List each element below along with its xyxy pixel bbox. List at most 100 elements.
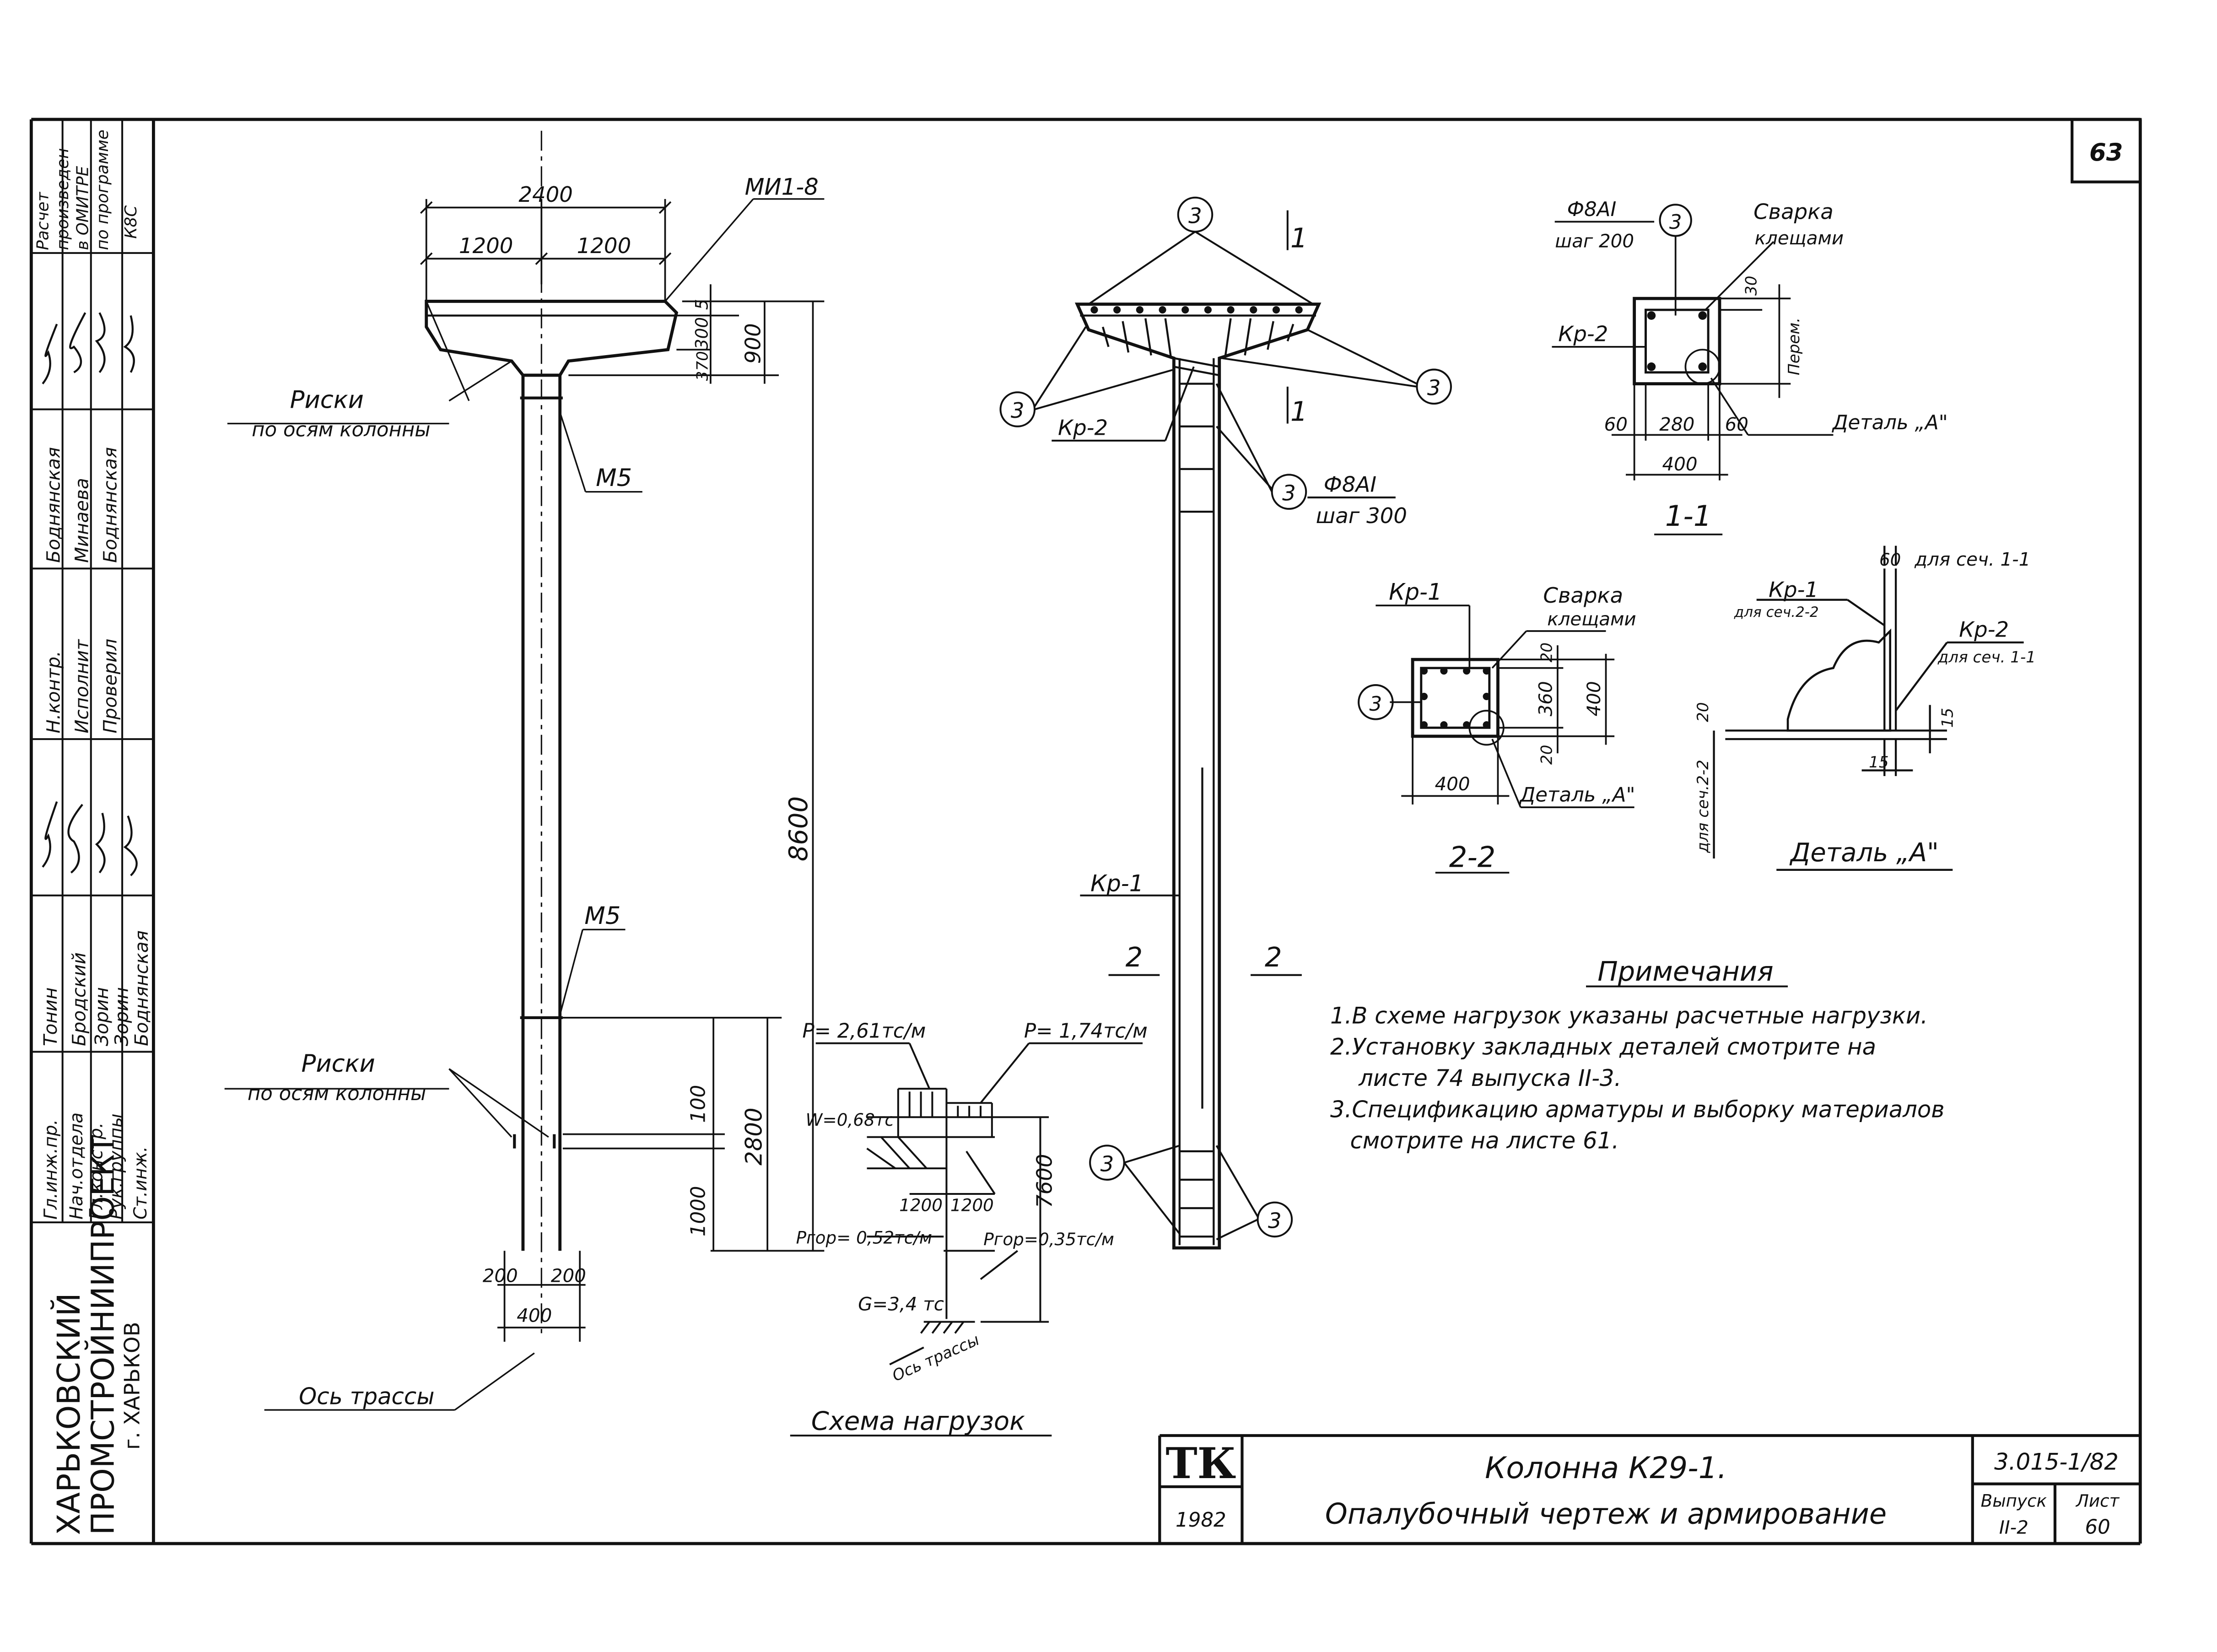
dim-400: 400 (517, 1305, 552, 1327)
calc-note: произведен (54, 148, 72, 250)
sheet-year: 1982 (1176, 1509, 1226, 1532)
stamp-role: Рук.группы (106, 1113, 127, 1220)
stamp-name: Минаева (71, 478, 93, 563)
detail-a-contour (1786, 628, 1892, 732)
s11-rebar-dia: Ф8АI (1567, 198, 1617, 221)
dim-1200-right: 1200 (577, 233, 631, 258)
label-kr1: Кр-1 (1090, 870, 1144, 896)
sheet-label: Лист (2075, 1490, 2120, 1511)
s11-dim-30: 30 (1742, 276, 1761, 296)
note-line: 3.Спецификацию арматуры и выборку матери… (1330, 1096, 1945, 1123)
calc-note: Расчет (34, 192, 53, 250)
stamp-name: Зорин (91, 987, 113, 1046)
s11-dim-400: 400 (1662, 453, 1697, 475)
pos-3: 3 (1427, 375, 1441, 400)
sheet-title: Колонна К29-1. (1485, 1451, 1727, 1485)
dim-1200a: 1200 (899, 1195, 943, 1215)
dA-for-11: для сеч. 1-1 (1914, 549, 2030, 570)
left-stamp: Гл.инж.пр. Нач.отдела Гл.констр. Рук.гру… (31, 119, 154, 1535)
s22-kr1: Кр-1 (1389, 579, 1442, 605)
rebar-dia: Ф8АI (1324, 472, 1376, 497)
s22-title: 2-2 (1449, 841, 1495, 874)
dim-2400: 2400 (518, 182, 573, 207)
dA-dim-15h: 15 (1869, 753, 1888, 772)
note-line: листе 74 выпуска II-3. (1358, 1065, 1621, 1091)
s11-dim-perem: Перем. (1785, 318, 1803, 375)
label-mi1-8: МИ1-8 (745, 174, 819, 200)
dA-kr1: Кр-1 (1769, 577, 1818, 602)
detail-a: 60 для сеч. 1-1 Кр-1 для сеч.2-2 Кр-2 дл… (1694, 545, 2036, 871)
s11-rebar-step: шаг 200 (1555, 230, 1634, 252)
section-2-2: 3 Кр-1 Сварка клещами 20 360 20 400 400 … (1358, 579, 1636, 874)
stamp-role: Ст.инж. (130, 1146, 151, 1220)
marks-title-top: Риски (290, 386, 364, 414)
calc-note: по программе (93, 130, 112, 250)
dA-dim-20: 20 (1694, 702, 1712, 722)
s11-kr2: Кр-2 (1558, 321, 1608, 346)
dim-1200b: 1200 (950, 1195, 994, 1215)
stamp-role: Гл.констр. (86, 1123, 107, 1220)
sheet-frame (29, 118, 2142, 1545)
marks-sub-top: по осям колонны (252, 419, 430, 442)
s22-dim-20b: 20 (1538, 745, 1556, 765)
load-scheme: Р= 2,61тс/м Р= 1,74тс/м W=0,68тс 1200 12… (790, 1020, 1148, 1437)
s11-dim-60r: 60 (1725, 414, 1748, 435)
org-city: г. ХАРЬКОВ (119, 1322, 144, 1450)
dim-370: 370 (694, 351, 712, 381)
section-mark-1-top: 1 (1290, 222, 1308, 254)
label-m5-bottom: М5 (584, 902, 620, 930)
sheet-subtitle: Опалубочный чертеж и армирование (1325, 1497, 1887, 1531)
stamp-role: Исполнит (71, 639, 93, 734)
page-number: 63 (2089, 139, 2123, 167)
issue-label: Выпуск (1981, 1490, 2047, 1511)
section-mark-2-left: 2 (1126, 941, 1143, 973)
dA-kr1-for: для сеч.2-2 (1734, 604, 1819, 621)
dim-7600: 7600 (1032, 1154, 1057, 1209)
s22-dim-20a: 20 (1538, 642, 1556, 662)
dim-5: 5 (692, 299, 712, 310)
page-number-box: 63 (2071, 118, 2142, 184)
load-g: G=3,4 тс (858, 1294, 944, 1315)
dim-100: 100 (687, 1085, 710, 1123)
pos-3: 3 (1282, 480, 1296, 505)
tk-mark: ТК (1165, 1438, 1236, 1488)
dim-200-right: 200 (551, 1265, 586, 1287)
label-kr2: Кр-2 (1058, 415, 1108, 440)
s22-dim-360: 360 (1535, 681, 1557, 716)
axis-label: Ось трассы (299, 1383, 434, 1410)
dA-title: Деталь „А" (1789, 838, 1939, 868)
notes: Примечания 1.В схеме нагрузок указаны ра… (1330, 956, 1945, 1154)
pos-3: 3 (1011, 398, 1025, 423)
stamp-name: Боднянская (131, 930, 152, 1046)
load-scheme-title: Схема нагрузок (811, 1407, 1025, 1436)
dA-dim-15v: 15 (1938, 708, 1957, 728)
calc-note: в ОМИТРЕ (74, 166, 92, 250)
s22-weld2: клещами (1547, 609, 1636, 630)
dim-900: 900 (741, 323, 766, 364)
dA-kr2-for: для сеч. 1-1 (1937, 648, 2036, 666)
sheet-number: 60 (2085, 1516, 2110, 1539)
stamp-role: Нач.отдела (66, 1112, 87, 1220)
stamp-name: Тонин (40, 988, 61, 1046)
column-elevation: 2400 1200 1200 5 300 370 900 8600 100 (224, 130, 825, 1411)
stamp-name: Зорин (111, 987, 133, 1046)
stamp-name: Боднянская (100, 447, 121, 563)
s11-title: 1-1 (1665, 499, 1711, 533)
section-mark-2-right: 2 (1265, 941, 1282, 973)
org-name-2: ПРОМСТРОЙНИИПРОЕКТ (85, 1135, 121, 1535)
title-block: ТК 1982 Колонна К29-1. Опалубочный черте… (1158, 1434, 2141, 1544)
series-code: 3.015-1/82 (1994, 1449, 2119, 1475)
dim-8600: 8600 (784, 796, 814, 861)
note-line: 2.Установку закладных деталей смотрите н… (1330, 1034, 1876, 1060)
s11-weld: Сварка (1753, 199, 1834, 224)
dim-300: 300 (692, 317, 712, 350)
section-1-1: 3 Ф8АI шаг 200 Сварка клещами Кр-2 30 Пе… (1552, 198, 1948, 535)
dim-1000: 1000 (687, 1186, 710, 1237)
section-mark-1-bottom: 1 (1290, 395, 1308, 427)
issue-value: II-2 (1999, 1517, 2028, 1538)
s11-dim-60l: 60 (1604, 414, 1628, 435)
note-line: 1.В схеме нагрузок указаны расчетные наг… (1330, 1002, 1928, 1029)
load-w: W=0,68тс (806, 1110, 894, 1130)
